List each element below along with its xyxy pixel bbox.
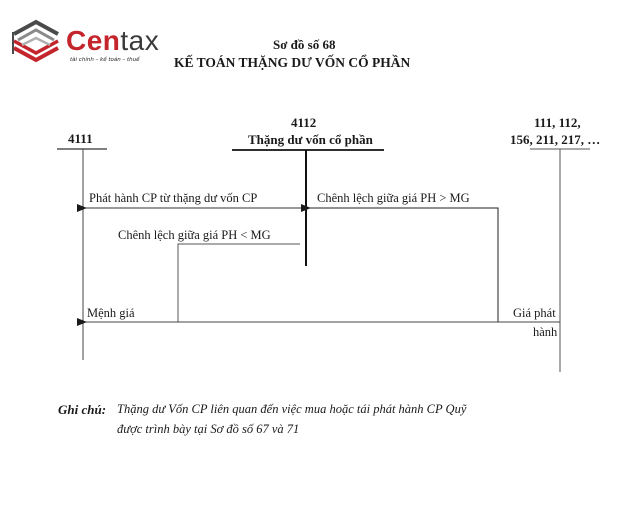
account-4112-code: 4112 [291,115,317,130]
diagram-number: Sơ đồ số 68 [273,37,336,52]
account-4112-name: Thặng dư vốn cổ phần [248,132,373,147]
account-cash-assets-line1: 111, 112, [534,115,581,130]
logo-tagline: tài chính – kế toán – thuế [70,57,140,63]
logo-hexagon-icon [12,19,60,66]
note-line1: Thặng dư Vốn CP liên quan đến việc mua h… [117,402,467,416]
t-account-cash-assets [530,148,590,372]
label-issue-from-surplus: Phát hành CP từ thặng dư vốn CP [89,191,258,205]
page-title: KẾ TOÁN THẶNG DƯ VỐN CỔ PHẦN [174,55,411,70]
account-4111-code: 4111 [68,131,93,146]
note-label-text: Ghi chú: [58,402,107,417]
label-issue-price-line2: hành [533,325,558,339]
label-par-value: Mệnh giá [87,306,135,320]
line-diff-less [177,243,300,322]
account-cash-assets-line2: 156, 211, 217, … [510,132,601,147]
label-diff-greater: Chênh lệch giữa giá PH > MG [317,191,470,205]
arrow-diff-greater [301,204,499,322]
centax-logo: Centax tài chính – kế toán – thuế [10,18,175,68]
label-diff-less: Chênh lệch giữa giá PH < MG [118,228,271,242]
t-account-4111 [57,148,107,360]
logo-brand-tax: tax [120,25,160,56]
logo-brand-cen: Cen [66,25,121,56]
logo-brand: Centax [66,27,159,55]
note-line2: được trình bày tại Sơ đồ số 67 và 71 [117,422,300,436]
label-issue-price-line1: Giá phát [513,306,556,320]
note-label: Ghi chú: [58,402,106,418]
